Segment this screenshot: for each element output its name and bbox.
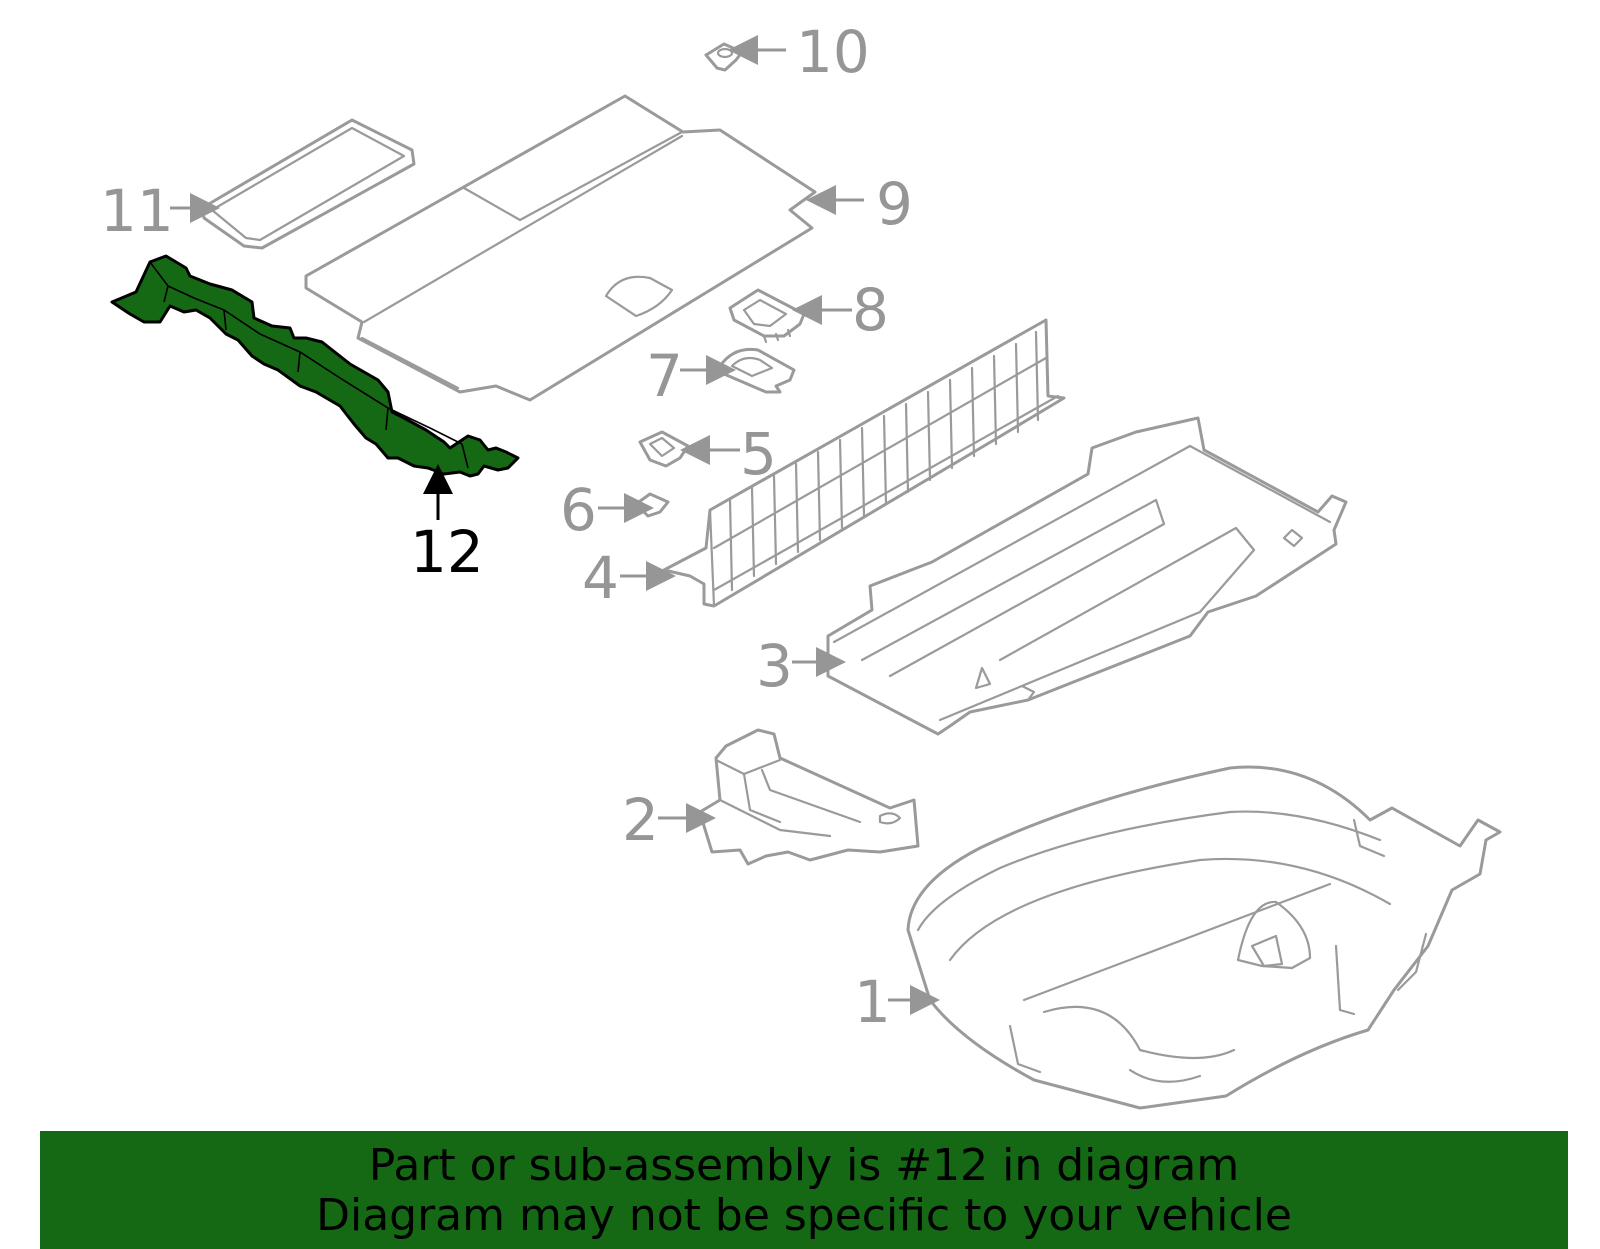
callout-4: 4	[582, 544, 676, 612]
part-10-clip[interactable]	[704, 42, 744, 72]
callout-12-label: 12	[410, 518, 484, 586]
callout-5-label: 5	[740, 420, 777, 488]
part-5-bracket[interactable]	[638, 430, 690, 468]
callout-1-label: 1	[854, 968, 891, 1036]
callout-2-label: 2	[622, 786, 659, 854]
callout-9-label: 9	[876, 170, 913, 238]
part-4-ribbed-panel[interactable]	[662, 318, 1066, 608]
banner-line-1: Part or sub-assembly is #12 in diagram	[368, 1140, 1240, 1191]
part-8-hook[interactable]	[728, 288, 806, 344]
part-12-bracket-highlighted[interactable]	[110, 254, 520, 478]
callout-7-label: 7	[646, 342, 683, 410]
callout-3-label: 3	[756, 632, 793, 700]
info-banner: Part or sub-assembly is #12 in diagram D…	[40, 1131, 1568, 1249]
callout-3: 3	[756, 632, 846, 700]
callout-11: 11	[100, 177, 220, 245]
callout-1: 1	[854, 968, 940, 1036]
callout-9: 9	[806, 170, 913, 238]
callout-11-label: 11	[100, 177, 174, 245]
part-3-tray[interactable]	[826, 416, 1348, 736]
part-9-floor-board[interactable]	[304, 94, 817, 402]
callout-4-label: 4	[582, 544, 619, 612]
callout-10: 10	[728, 18, 870, 86]
callout-8: 8	[792, 276, 889, 344]
callout-2: 2	[622, 786, 716, 854]
callout-5: 5	[680, 420, 777, 488]
callout-6-label: 6	[560, 476, 597, 544]
callout-7: 7	[646, 342, 736, 410]
callout-10-label: 10	[796, 18, 870, 86]
part-1-tire-well[interactable]	[906, 765, 1502, 1110]
part-6-clip[interactable]	[634, 492, 670, 518]
part-11-lid[interactable]	[200, 118, 416, 250]
callout-12: 12	[410, 464, 484, 586]
callout-6: 6	[560, 476, 654, 544]
part-2-jack-holder[interactable]	[698, 728, 920, 866]
banner-line-2: Diagram may not be specific to your vehi…	[316, 1190, 1292, 1241]
part-7-hook[interactable]	[718, 347, 796, 394]
ribs	[728, 330, 1040, 592]
callout-8-label: 8	[852, 276, 889, 344]
